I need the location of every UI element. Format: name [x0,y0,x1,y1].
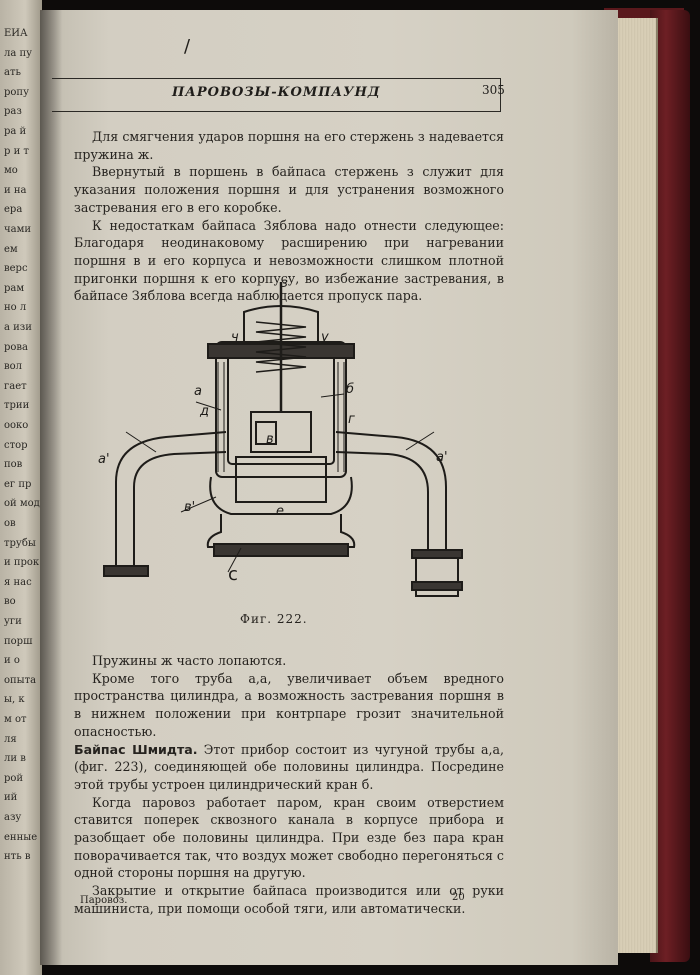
facing-page-text-fragment: гает [4,380,27,392]
facing-page-text-fragment: р и т [4,145,29,157]
pen-mark: / [184,36,191,57]
facing-page-text-fragment: ег пр [4,478,32,490]
figure-label: б [346,382,355,397]
facing-page-text-fragment: вол [4,361,23,373]
figure-caption: Фиг. 222. [240,612,308,626]
facing-page-text-fragment: во [4,596,16,608]
facing-page-text-fragment: трубы [4,537,36,549]
facing-page-text-fragment: раз [4,106,22,118]
facing-page-text-fragment: ы, к [4,694,25,706]
facing-page-text-fragment: уги [4,616,22,627]
facing-page-text-fragment: но л [4,302,27,314]
facing-page-text-fragment: верс [4,263,28,275]
facing-page-text-fragment: чами [4,224,32,235]
facing-page-text-fragment: ЕИА [4,28,28,39]
facing-page-text-fragment: енные [4,831,38,843]
facing-page-text-fragment: ооко [4,420,29,431]
figure-label: г [348,412,355,427]
gutter-shadow [40,10,62,965]
facing-page-text-fragment: трии [4,400,30,412]
facing-page-text-fragment: ли в [4,753,26,765]
figure-label: а' [98,452,110,467]
bypass-valve-drawing [103,282,463,597]
figure-label: с [228,564,238,585]
paragraph: Пружины ж часто лопаются. [92,653,287,668]
figure-label: з [281,276,288,291]
facing-page-text-fragment: ой мод [4,498,40,510]
figure-label: а' [436,450,448,465]
facing-page-text-fragment: нть в [4,851,31,863]
facing-page-text-fragment: и о [4,655,20,667]
facing-page-text-fragment: ра й [4,126,27,137]
paragraph: Закрытие и открытие байпаса производится… [74,883,504,916]
facing-page-text-fragment: ля [4,733,17,745]
figure-label: у [321,330,329,345]
facing-page-text-fragment: рой [4,772,24,784]
paragraph: Кроме того труба а,а, увеличивает объем … [74,670,504,739]
facing-page-text-fragment: и на [4,184,27,196]
footer-sheet-number: 20 [452,892,465,903]
figure-label: а [194,384,202,399]
book-page [40,10,618,965]
facing-page-text-fragment: мо [4,165,18,177]
text-block-top: Для смягчения ударов поршня на его стерж… [74,128,504,305]
facing-page-text-fragment: я нас [4,576,32,588]
text-block-bottom: Пружины ж часто лопаются. Кроме того тру… [74,652,504,918]
running-header: ПАРОВОЗЫ-КОМПАУНД [52,78,501,112]
facing-page-text-fragment: ать [4,67,21,79]
footer-signature: Паровоз. [80,895,128,906]
paragraph: К недостаткам байпаса Зяблова надо отнес… [74,217,504,304]
facing-page-edge: ЕИА ла пу ать ропу раз ра й р и т мо и на ера чами… [0,0,42,975]
facing-page-text-fragment: а изи [4,322,32,333]
figure-label: е [276,504,284,519]
paragraph: Байпас Шмидта. Этот прибор состоит из чу… [74,741,504,794]
facing-page-text-fragment: порш [4,635,33,647]
facing-page-text-fragment: рова [4,341,29,353]
section-heading: Байпас Шмидта. [74,741,198,757]
figure-label: ч [231,330,239,345]
figure-label: д [200,404,209,419]
running-header-title: ПАРОВОЗЫ-КОМПАУНД [172,85,381,100]
facing-page-text-fragment: ера [4,204,23,216]
paragraph-text: Этот прибор состоит из чугуной трубы а,а… [74,741,504,792]
facing-page-text-fragment: ов [4,518,16,529]
page-number: 305 [482,83,505,97]
facing-page-text-fragment: азу [4,812,22,823]
facing-page-text-fragment: опыта [4,674,37,686]
figure-label: в' [184,500,196,515]
facing-page-text-fragment: рам [4,282,25,294]
facing-page-text-fragment: и прок [4,557,40,569]
figure-label: в [266,432,274,447]
facing-page-text-fragment: ла пу [4,47,33,59]
paragraph: Для смягчения ударов поршня на его стерж… [74,129,504,162]
paragraph: Когда паровоз работает паром, кран своим… [74,794,504,881]
facing-page-text-fragment: ем [4,243,18,255]
facing-page-text-fragment: ий [4,792,18,804]
facing-page-text-fragment: ропу [4,86,29,98]
facing-page-text-fragment: пов [4,459,23,471]
figure-222: з ч у а б г д а' а' в' в с е [96,276,466,604]
facing-page-text-fragment: стор [4,439,28,451]
paragraph: Ввернутый в поршень в байпаса стержень з… [74,164,504,215]
facing-page-text-fragment: м от [4,714,27,725]
